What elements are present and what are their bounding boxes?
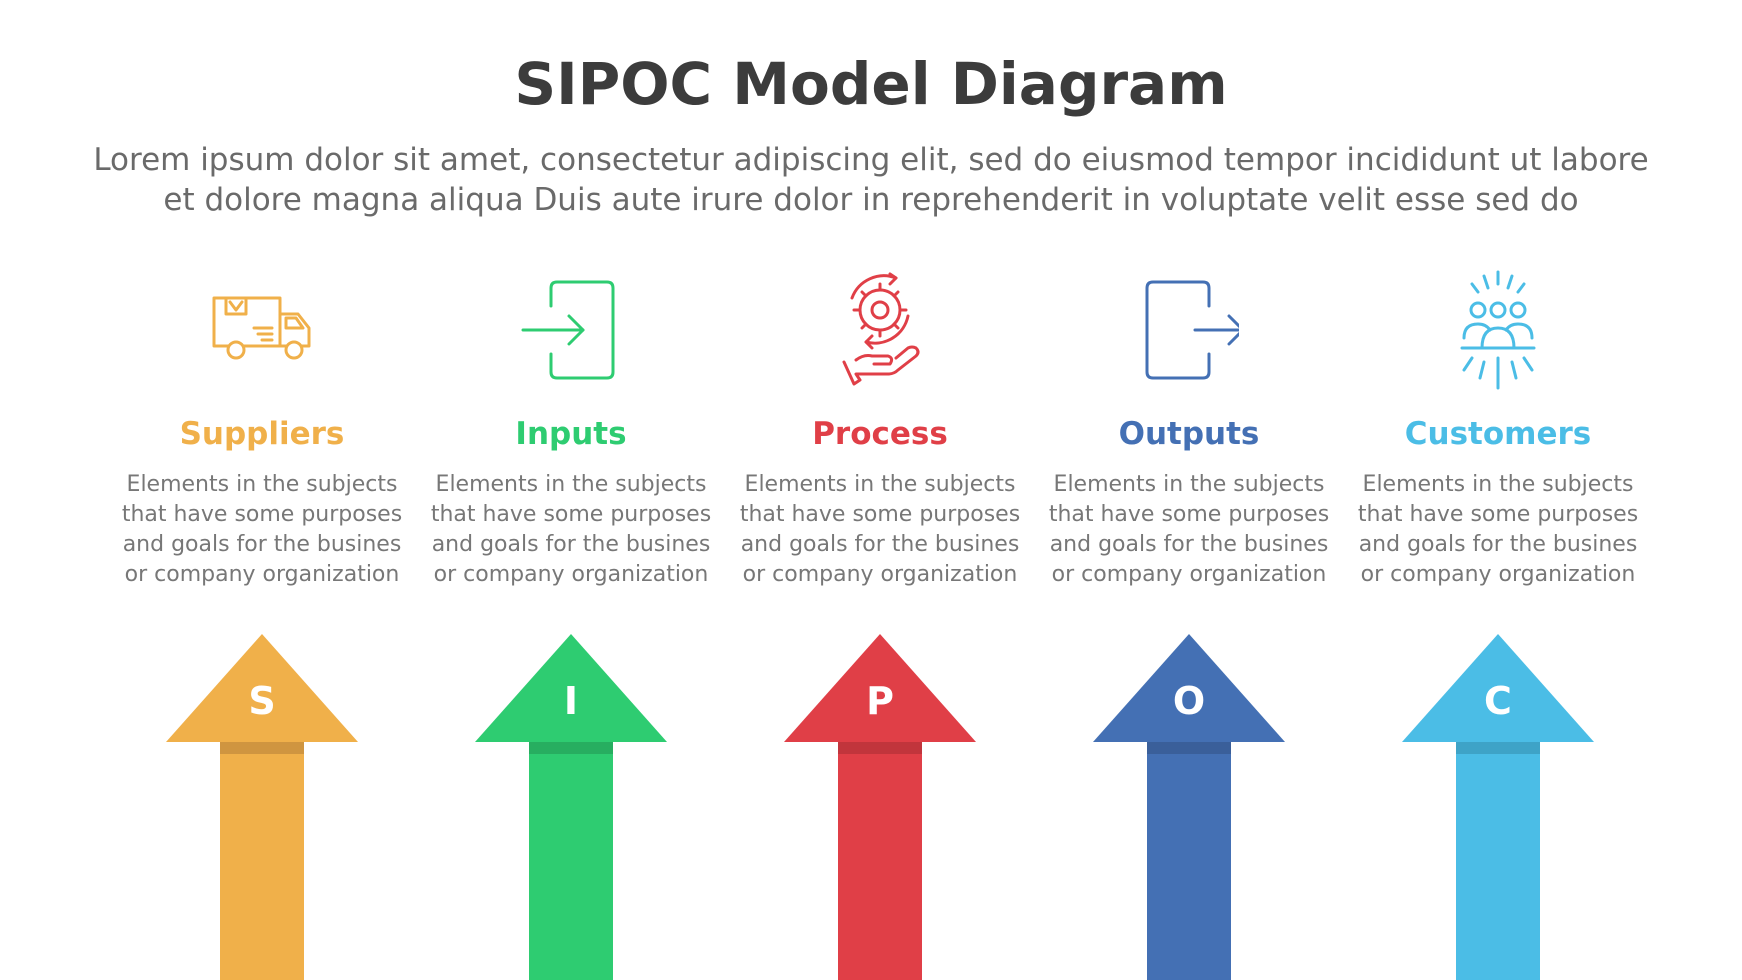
description-outputs: Elements in the subjects that have some … <box>1044 470 1334 590</box>
heading-inputs: Inputs <box>515 416 627 452</box>
description-line: or company organization <box>124 562 400 587</box>
arrow-shaft <box>1147 742 1231 980</box>
heading-outputs: Outputs <box>1118 416 1260 452</box>
description-line: that have some purposes <box>430 502 712 527</box>
description-suppliers: Elements in the subjects that have some … <box>117 470 407 590</box>
description-line: or company organization <box>742 562 1018 587</box>
arrow-letter-o: O <box>1173 679 1205 723</box>
sipoc-column-suppliers: Suppliers Elements in the subjects that … <box>117 270 407 980</box>
page-subtitle: Lorem ipsum dolor sit amet, consectetur … <box>60 140 1682 220</box>
description-line: and goals for the busines <box>1049 532 1329 557</box>
description-line: or company organization <box>1051 562 1327 587</box>
page-title: SIPOC Model Diagram <box>514 50 1228 118</box>
sign-in-icon <box>521 270 621 390</box>
description-line: that have some purposes <box>121 502 403 527</box>
arrow-shaft <box>529 742 613 980</box>
subtitle-line-2: et dolore magna aliqua Duis aute irure d… <box>163 182 1579 218</box>
arrow-head <box>1093 634 1285 742</box>
arrow-process: P <box>784 634 976 980</box>
description-line: that have some purposes <box>739 502 1021 527</box>
description-line: Elements in the subjects <box>744 472 1016 497</box>
arrow-inputs: I <box>475 634 667 980</box>
heading-suppliers: Suppliers <box>179 416 345 452</box>
arrow-shaft <box>1456 742 1540 980</box>
arrow-customers: C <box>1402 634 1594 980</box>
description-line: Elements in the subjects <box>1053 472 1325 497</box>
description-inputs: Elements in the subjects that have some … <box>426 470 716 590</box>
arrow-shadow <box>838 742 922 754</box>
delivery-truck-icon <box>212 270 312 390</box>
sign-out-icon <box>1139 270 1239 390</box>
arrow-shadow <box>1456 742 1540 754</box>
description-line: and goals for the busines <box>740 532 1020 557</box>
arrow-head <box>166 634 358 742</box>
arrow-shaft <box>220 742 304 980</box>
arrow-letter-s: S <box>248 679 275 723</box>
arrow-head <box>1402 634 1594 742</box>
arrow-outputs: O <box>1093 634 1285 980</box>
heading-customers: Customers <box>1404 416 1592 452</box>
description-line: that have some purposes <box>1048 502 1330 527</box>
description-line: and goals for the busines <box>431 532 711 557</box>
arrow-letter-p: P <box>866 679 894 723</box>
arrow-shadow <box>220 742 304 754</box>
gear-hand-icon <box>830 270 930 390</box>
heading-process: Process <box>812 416 948 452</box>
sipoc-column-process: Process Elements in the subjects that ha… <box>735 270 1025 980</box>
arrow-shaft <box>838 742 922 980</box>
description-line: and goals for the busines <box>122 532 402 557</box>
subtitle-line-1: Lorem ipsum dolor sit amet, consectetur … <box>93 142 1649 178</box>
people-group-icon <box>1448 270 1548 390</box>
arrow-suppliers: S <box>166 634 358 980</box>
arrow-shadow <box>1147 742 1231 754</box>
arrow-head <box>475 634 667 742</box>
description-line: or company organization <box>433 562 709 587</box>
description-line: or company organization <box>1360 562 1636 587</box>
description-customers: Elements in the subjects that have some … <box>1353 470 1643 590</box>
description-line: and goals for the busines <box>1358 532 1638 557</box>
arrow-letter-c: C <box>1484 679 1512 723</box>
sipoc-column-outputs: Outputs Elements in the subjects that ha… <box>1044 270 1334 980</box>
sipoc-column-inputs: Inputs Elements in the subjects that hav… <box>426 270 716 980</box>
description-line: Elements in the subjects <box>126 472 398 497</box>
arrow-shadow <box>529 742 613 754</box>
description-line: Elements in the subjects <box>1362 472 1634 497</box>
sipoc-column-customers: Customers Elements in the subjects that … <box>1353 270 1643 980</box>
arrow-letter-i: I <box>564 679 578 723</box>
arrow-head <box>784 634 976 742</box>
description-process: Elements in the subjects that have some … <box>735 470 1025 590</box>
description-line: Elements in the subjects <box>435 472 707 497</box>
description-line: that have some purposes <box>1357 502 1639 527</box>
